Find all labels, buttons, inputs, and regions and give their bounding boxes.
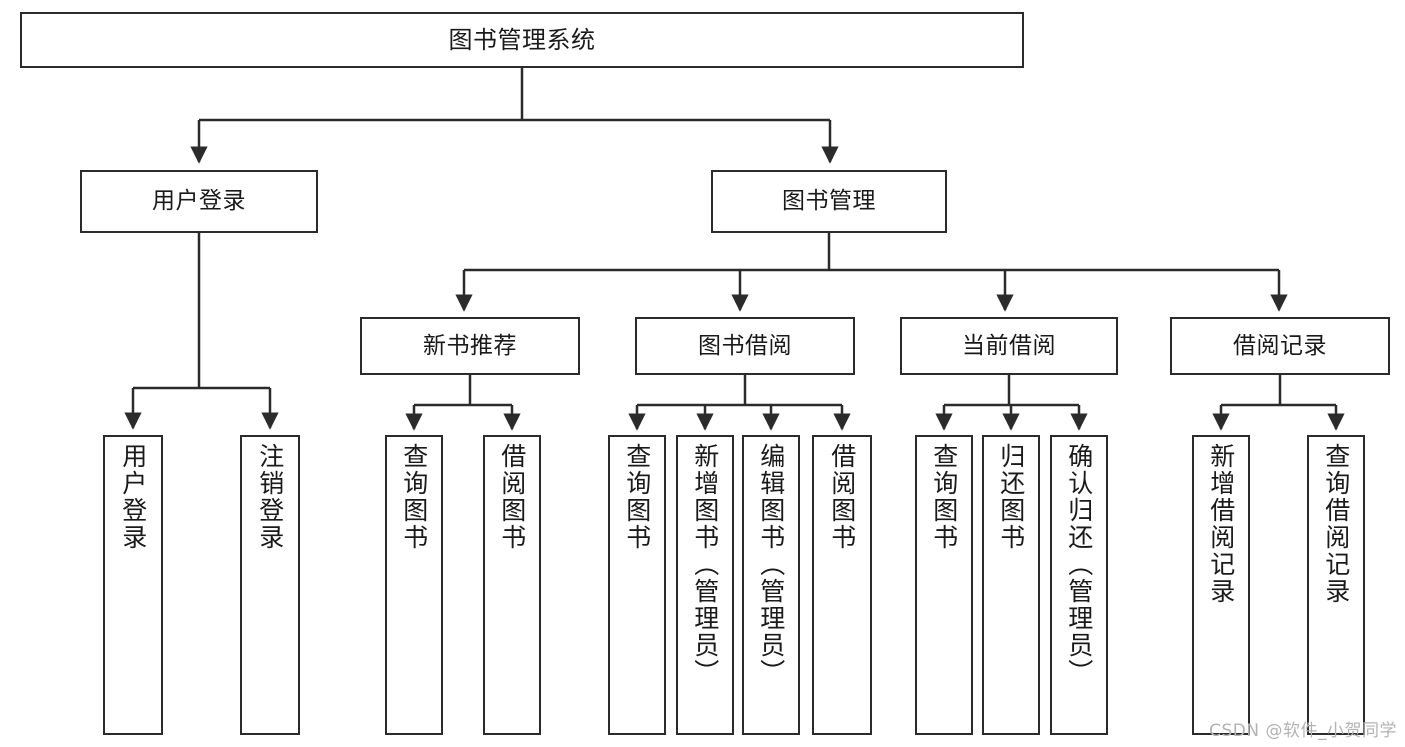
node-label: 借阅图书 (827, 443, 857, 551)
node-leaf-edit-book[interactable]: 编辑图书（管理员） (742, 435, 800, 735)
node-user-login[interactable]: 用户登录 (80, 170, 318, 233)
node-label: 新增借阅记录 (1206, 443, 1236, 605)
node-label: 归还图书 (996, 443, 1026, 551)
node-book-borrow[interactable]: 图书借阅 (635, 317, 855, 375)
node-book-manage[interactable]: 图书管理 (711, 170, 947, 233)
node-leaf-return-book[interactable]: 归还图书 (982, 435, 1040, 735)
node-current-borrow[interactable]: 当前借阅 (900, 317, 1118, 375)
node-leaf-logout[interactable]: 注销登录 (240, 435, 300, 735)
node-leaf-query-book-1[interactable]: 查询图书 (385, 435, 443, 735)
node-label: 当前借阅 (962, 332, 1056, 359)
node-label: 借阅记录 (1233, 332, 1327, 359)
node-leaf-query-book-2[interactable]: 查询图书 (608, 435, 666, 735)
node-label: 图书借阅 (698, 332, 792, 359)
node-leaf-query-record[interactable]: 查询借阅记录 (1307, 435, 1365, 735)
node-new-book-recommend[interactable]: 新书推荐 (360, 317, 580, 375)
node-label: 新书推荐 (423, 332, 517, 359)
node-label: 借阅图书 (497, 443, 527, 551)
node-label: 注销登录 (255, 443, 285, 551)
node-leaf-add-book[interactable]: 新增图书（管理员） (676, 435, 734, 735)
node-label: 新增图书（管理员） (690, 443, 720, 686)
node-label: 查询图书 (929, 443, 959, 551)
node-leaf-borrow-book-1[interactable]: 借阅图书 (483, 435, 541, 735)
node-label: 确认归还（管理员） (1064, 443, 1094, 686)
node-label: 查询图书 (622, 443, 652, 551)
node-leaf-query-book-3[interactable]: 查询图书 (915, 435, 973, 735)
node-label: 图书管理系统 (448, 26, 596, 54)
node-label: 用户登录 (152, 188, 246, 215)
csdn-watermark: CSDN @软件_小贺同学 (1209, 721, 1397, 741)
node-leaf-user-login[interactable]: 用户登录 (103, 435, 163, 735)
node-leaf-borrow-book-2[interactable]: 借阅图书 (812, 435, 872, 735)
node-leaf-confirm-return[interactable]: 确认归还（管理员） (1050, 435, 1108, 735)
node-label: 查询图书 (399, 443, 429, 551)
node-borrow-record[interactable]: 借阅记录 (1170, 317, 1390, 375)
node-label: 用户登录 (118, 443, 148, 551)
node-root-system[interactable]: 图书管理系统 (20, 12, 1024, 68)
node-leaf-add-record[interactable]: 新增借阅记录 (1192, 435, 1250, 735)
node-label: 查询借阅记录 (1321, 443, 1351, 605)
node-label: 图书管理 (782, 188, 876, 215)
node-label: 编辑图书（管理员） (756, 443, 786, 686)
